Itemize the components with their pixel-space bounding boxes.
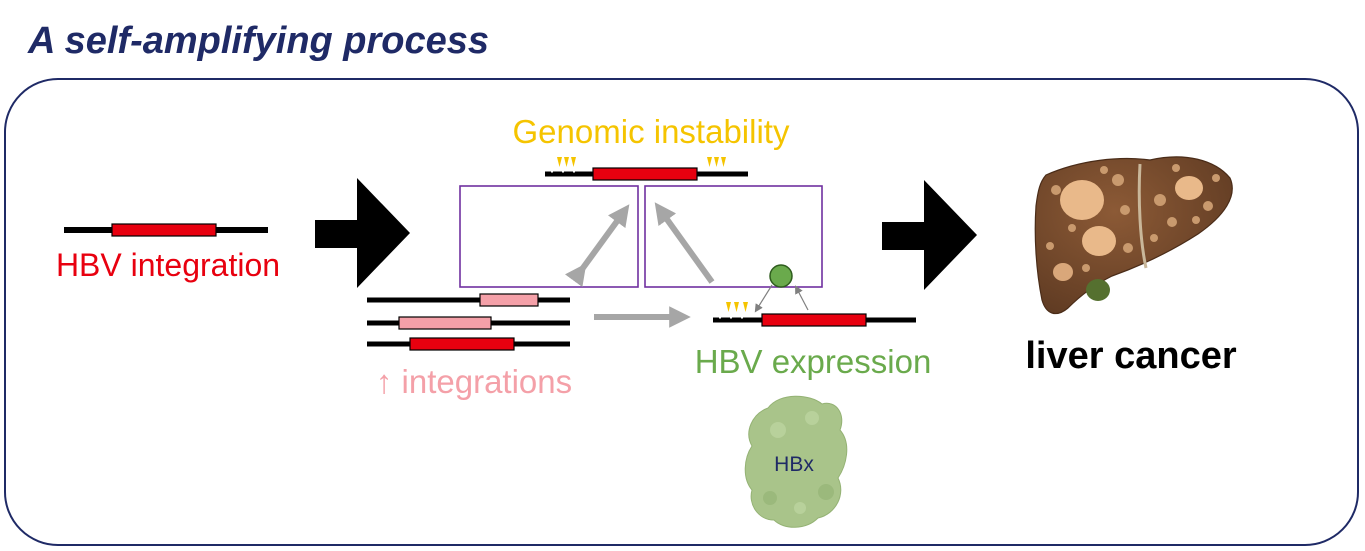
- liver-cancer-label: liver cancer: [1025, 335, 1236, 377]
- figure-title: A self-amplifying process: [28, 20, 490, 62]
- integrations-label: ↑ integrations: [376, 363, 572, 400]
- double-arrow-integrations-instability: [564, 204, 630, 288]
- instability-dna: [545, 157, 748, 181]
- hbx-label: HBx: [774, 453, 814, 476]
- expression-dna: [713, 302, 916, 327]
- right-loop-box: [644, 185, 823, 288]
- hbv-integration-dna: [64, 223, 268, 237]
- hbx-protein-dot: [769, 264, 793, 288]
- hbx-production-arrow: [795, 285, 809, 311]
- hbv-integration-label: HBV integration: [56, 247, 280, 283]
- hbv-expression-label: HBV expression: [695, 343, 932, 380]
- genomic-instability-label: Genomic instability: [513, 113, 790, 150]
- big-arrow-left: [315, 178, 410, 288]
- hbx-binding-arrow: [754, 284, 773, 313]
- left-loop-box: [459, 185, 639, 288]
- arrow-expression-to-instability: [654, 202, 715, 284]
- big-arrow-right: [882, 180, 977, 290]
- liver-tumor-icon: [1034, 156, 1233, 315]
- integrations-dna-stack: [367, 293, 570, 351]
- hbx-protein-icon: [744, 395, 848, 528]
